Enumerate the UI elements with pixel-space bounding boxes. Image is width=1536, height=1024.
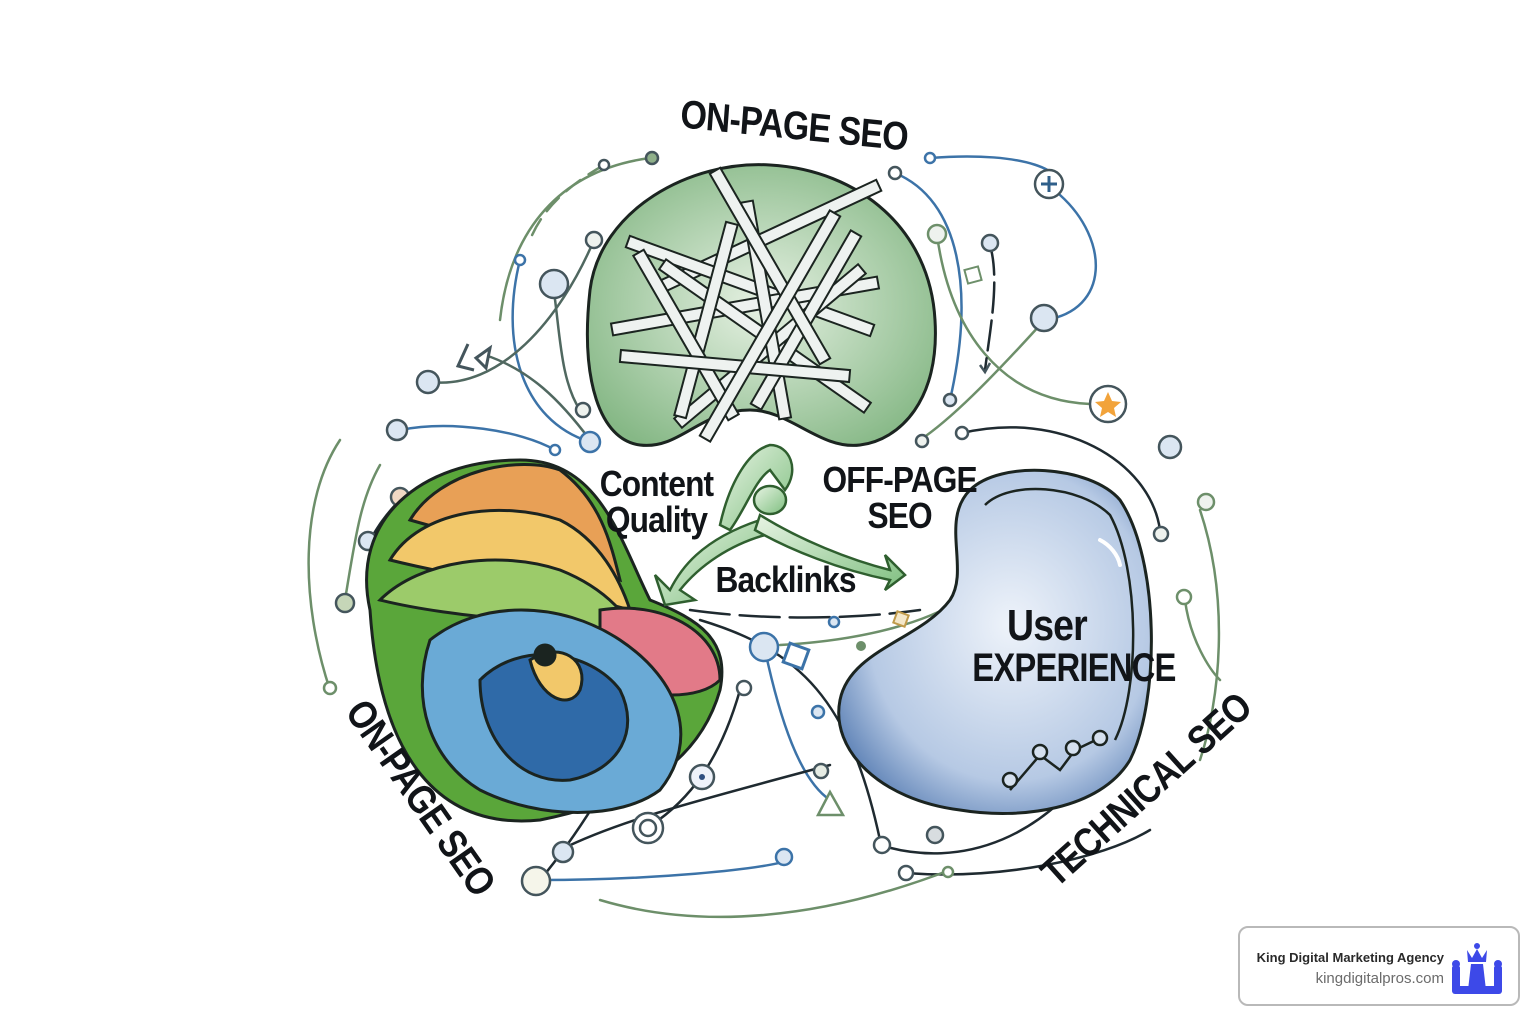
square-icon [781,641,811,671]
label-backlinks: Backlinks [715,559,857,600]
left-swirl [365,458,724,823]
tangled-strands [609,166,883,443]
bracket-icon [455,343,493,372]
arrow-icon [978,362,992,375]
right-blob [837,468,1153,815]
label-off-page: OFF-PAGE [822,459,978,500]
label-quality: Quality [605,499,708,540]
company-name: King Digital Marketing Agency [1256,950,1444,965]
diamond-icon [892,610,910,628]
label-content-quality: Content Quality [599,463,714,540]
label-content: Content [599,463,714,504]
center-arrows [653,443,907,607]
diamond-icon [963,265,983,285]
company-url: kingdigitalpros.com [1315,970,1444,987]
label-seo: SEO [867,495,933,536]
label-off-page-seo: OFF-PAGE SEO [822,459,978,536]
connector-nodes [322,150,1216,897]
connector-lines [307,155,1222,919]
plus-icon [1041,176,1057,192]
circuit-nodes [1001,729,1109,791]
star-icon [1095,392,1121,417]
triangle-icon [815,789,846,817]
label-user: User [1007,601,1088,650]
watermark-badge: King Digital Marketing Agency kingdigita… [1238,926,1520,1006]
label-experience: EXPERIENCE [972,646,1176,690]
crown-logo-icon [1452,943,1502,994]
